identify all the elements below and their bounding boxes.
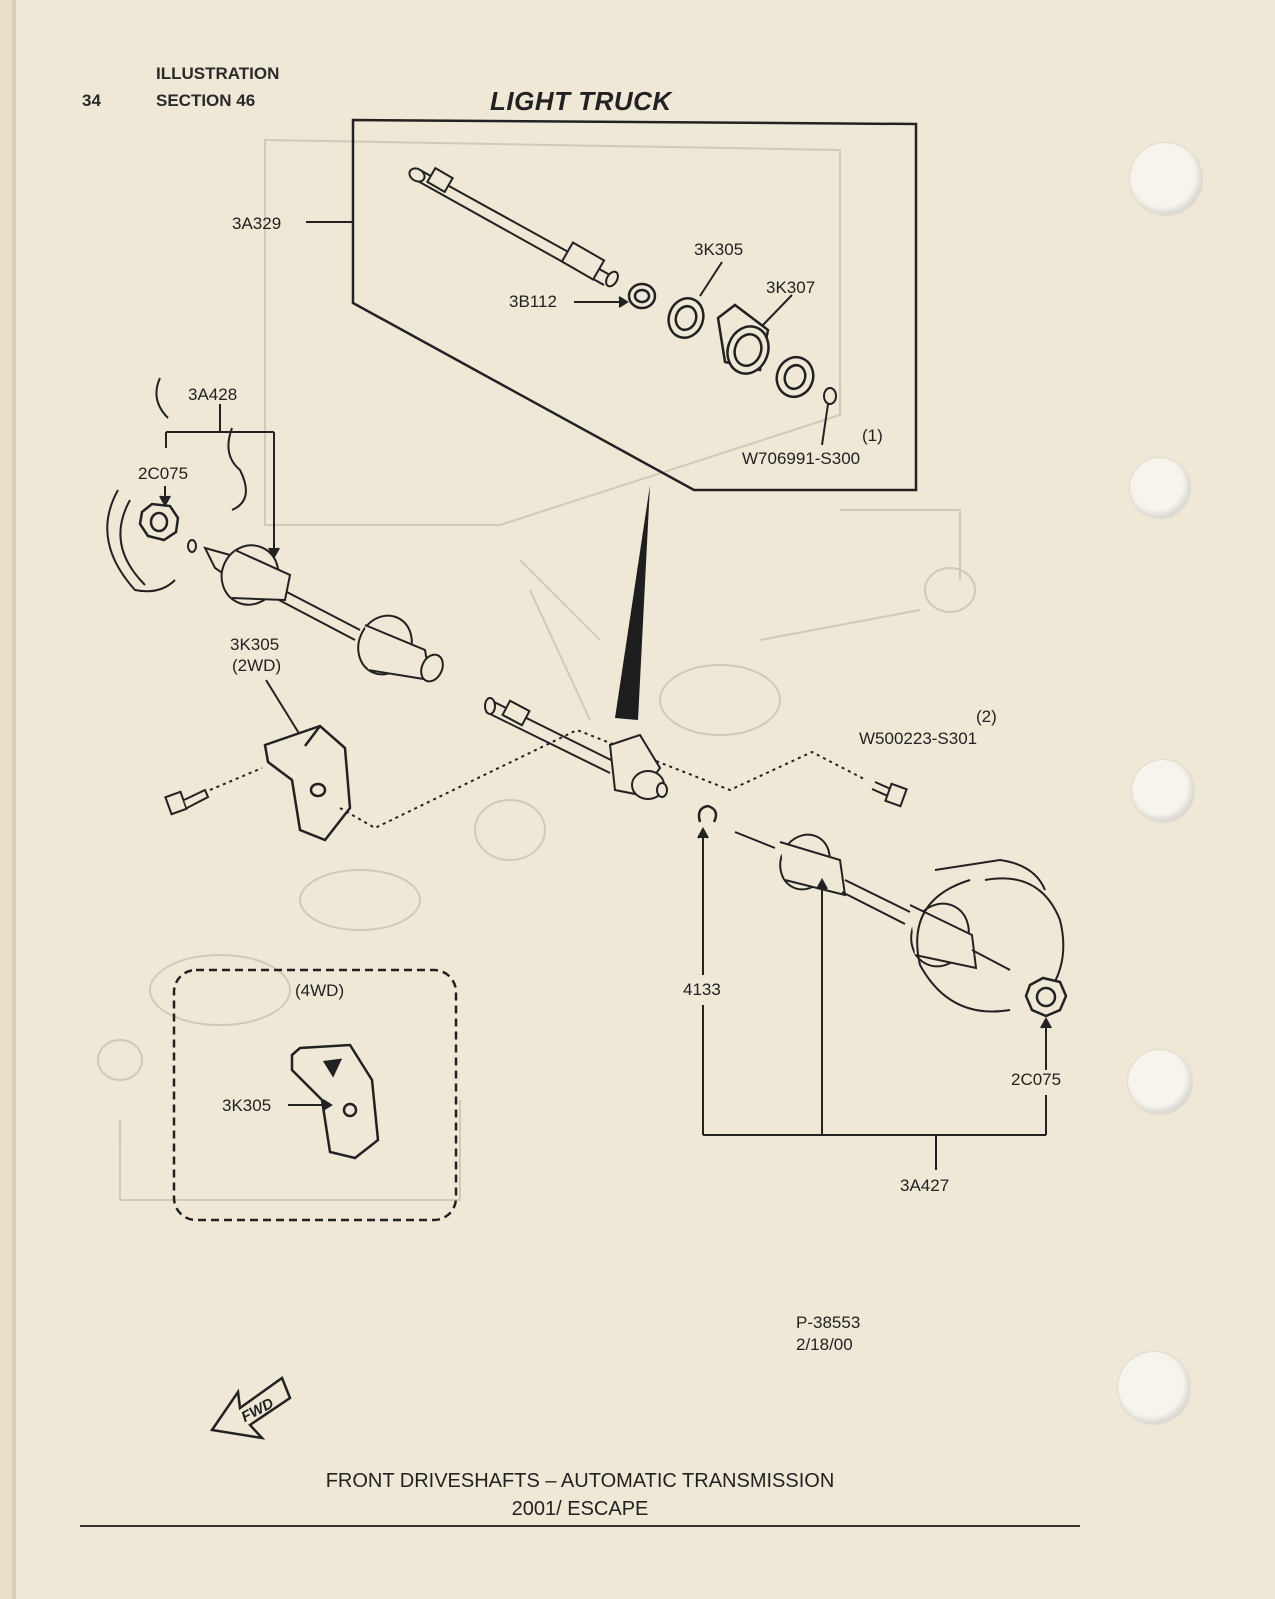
callout-3k307: 3K307 [766,278,815,297]
callout-3a329: 3A329 [232,214,281,233]
callout-note-1: (1) [862,426,883,445]
left-bolt [164,788,210,816]
right-bolt [871,781,908,808]
callout-3k305-4wd: 3K305 [222,1096,271,1115]
footer-line-1: FRONT DRIVESHAFTS – AUTOMATIC TRANSMISSI… [325,1470,835,1492]
inset-bracket [716,303,770,375]
inset-leaders [306,221,829,446]
footer-line-2: 2001/ ESCAPE [511,1498,649,1520]
inset-bearing [627,282,657,310]
illustration-label: ILLUSTRATION [156,64,280,83]
binder-hole [1132,760,1194,822]
callout-4133: 4133 [683,980,721,999]
callout-3b112: 3B112 [509,292,557,311]
callout-2wd-note: (2WD) [232,656,281,675]
part-ref-date: 2/18/00 [796,1335,853,1354]
bleed-through [97,138,976,1201]
intermediate-shaft [484,697,668,800]
callout-3k305-inset: 3K305 [694,240,743,259]
page-title: LIGHT TRUCK [490,86,672,116]
circlip-4133 [697,804,718,823]
left-nut [138,502,180,542]
binder-hole [1130,458,1190,518]
callout-2c075-left: 2C075 [138,464,188,483]
awd-leader [288,1099,333,1111]
assembly-path [209,728,867,830]
right-hub-sketch [916,858,1065,1013]
inset-shaft [408,166,619,288]
footer-rule [80,1525,1080,1527]
inset-frame [351,118,918,492]
part-ref-number: P-38553 [796,1313,860,1332]
right-leaders [697,826,1052,1170]
callout-3k305-2wd: 3K305 [230,635,279,654]
right-driveshaft [734,831,1011,971]
callout-3a427: 3A427 [900,1176,949,1195]
binder-hole [1118,1352,1190,1424]
inset-bearing-ring [775,355,815,399]
right-nut [1024,976,1068,1018]
callout-note-2: (2) [976,707,997,726]
callout-2c075-right: 2C075 [1011,1070,1061,1089]
inset-seal [667,297,705,339]
section-label: SECTION 46 [156,91,256,110]
zoom-pointer [615,485,650,720]
inset-clip [823,387,837,405]
binder-hole [1130,143,1202,215]
awd-bracket [290,1043,380,1160]
page-number: 34 [82,91,101,110]
awd-inset-frame [172,968,458,1222]
callout-3a428: 3A428 [188,385,237,404]
left-driveshaft [187,539,444,683]
callout-w706991: W706991-S300 [742,449,860,468]
left-leaders [159,404,301,736]
binder-hole [1128,1050,1192,1114]
callout-w500223: W500223-S301 [859,729,977,748]
left-hub-sketch [106,377,247,593]
left-bracket-2wd [263,724,352,842]
awd-label: (4WD) [295,981,344,1000]
fwd-arrow-icon [209,1376,292,1440]
